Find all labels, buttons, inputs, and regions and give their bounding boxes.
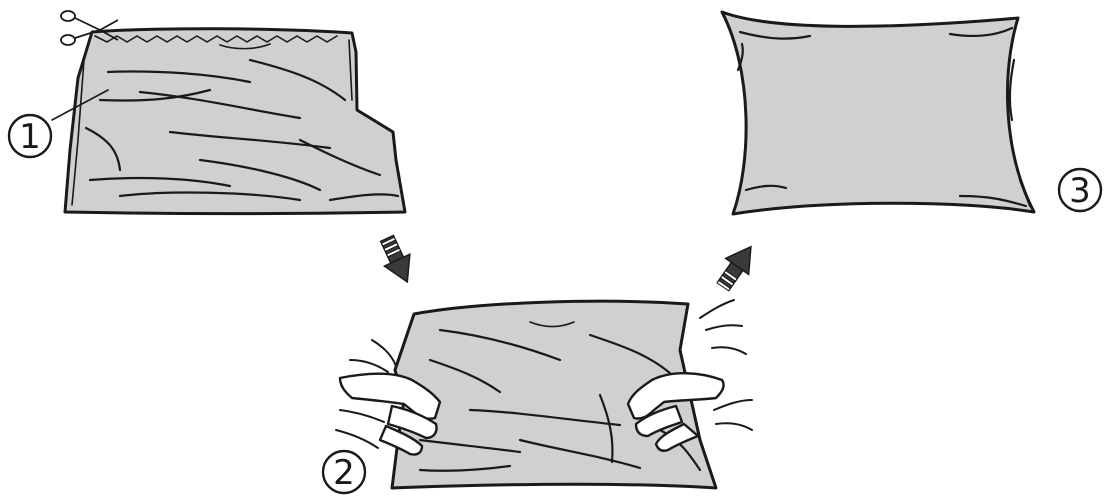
step-3-pillow [722,12,1034,214]
arrow-up-icon [711,239,762,295]
arrow-down-icon [374,233,420,288]
motion-lines-right [700,300,752,430]
step-1-pillowcase [65,29,405,214]
step-1-marker: 1 [9,115,51,157]
step-3-marker: 3 [1059,169,1101,211]
step-1-illustration [52,11,405,214]
step-1-number: 1 [19,117,41,157]
step-2-illustration [336,300,752,488]
step-2-marker: 2 [323,451,365,493]
step-3-number: 3 [1069,171,1091,211]
step-2-number: 2 [333,453,355,493]
step-3-illustration [722,12,1034,214]
